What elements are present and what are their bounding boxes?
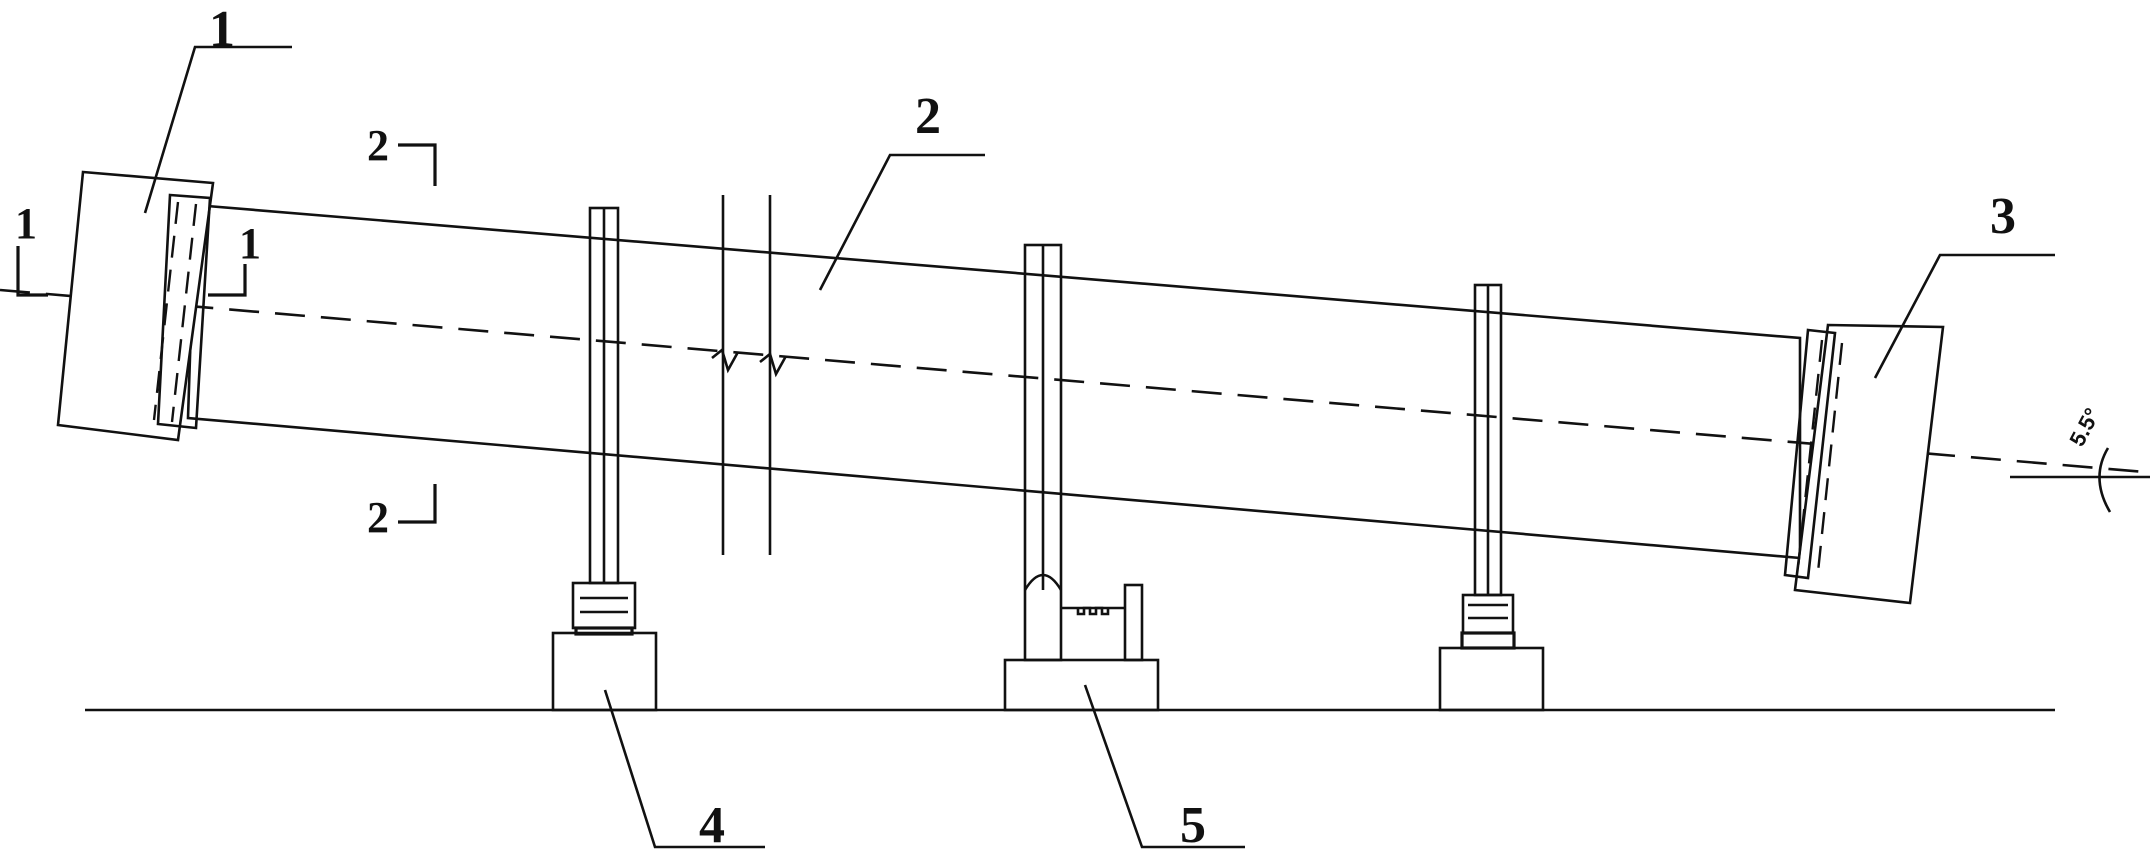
part-label-2: 2	[915, 88, 941, 145]
part-label-1: 1	[209, 1, 235, 58]
section-label-2-top: 2	[367, 121, 389, 170]
break-symbol	[711, 195, 788, 555]
section-label-1-right: 1	[239, 219, 261, 268]
kiln-tail-right	[1783, 323, 1945, 605]
kiln-head-left	[56, 170, 215, 442]
section-label-2-bottom: 2	[367, 493, 389, 542]
section-marks	[16, 143, 437, 524]
support-pier-middle	[1003, 243, 1160, 712]
support-pier-left	[551, 206, 658, 712]
part-label-4: 4	[699, 797, 725, 854]
kiln-center-axis	[0, 288, 2146, 474]
leader-lines	[143, 45, 2055, 849]
angle-label: 5.5°	[2064, 404, 2105, 451]
angle-arc	[2098, 447, 2112, 513]
part-label-5: 5	[1180, 797, 1206, 854]
section-label-1-left: 1	[15, 199, 37, 248]
support-pier-right	[1438, 283, 1545, 712]
part-label-3: 3	[1990, 188, 2016, 245]
kiln-shell	[186, 203, 1802, 560]
